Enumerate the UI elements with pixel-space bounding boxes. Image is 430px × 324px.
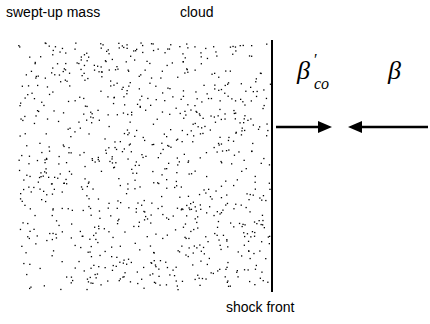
prime-mark: ′ (313, 52, 317, 68)
arrowhead-left (348, 121, 362, 133)
velocity-arrow-right (276, 126, 320, 129)
velocity-arrow-left (360, 126, 428, 129)
velocity-symbol: β (388, 58, 401, 84)
region-label: swept-up mass (6, 5, 100, 19)
region-label: cloud (180, 5, 213, 19)
shock-front-line (271, 40, 273, 292)
velocity-symbol: β (297, 58, 310, 84)
arrowhead-right (318, 121, 332, 133)
shock-front-label: shock front (226, 300, 294, 314)
velocity-subscript: co (314, 76, 329, 92)
swept-up-mass-dots (18, 42, 271, 290)
